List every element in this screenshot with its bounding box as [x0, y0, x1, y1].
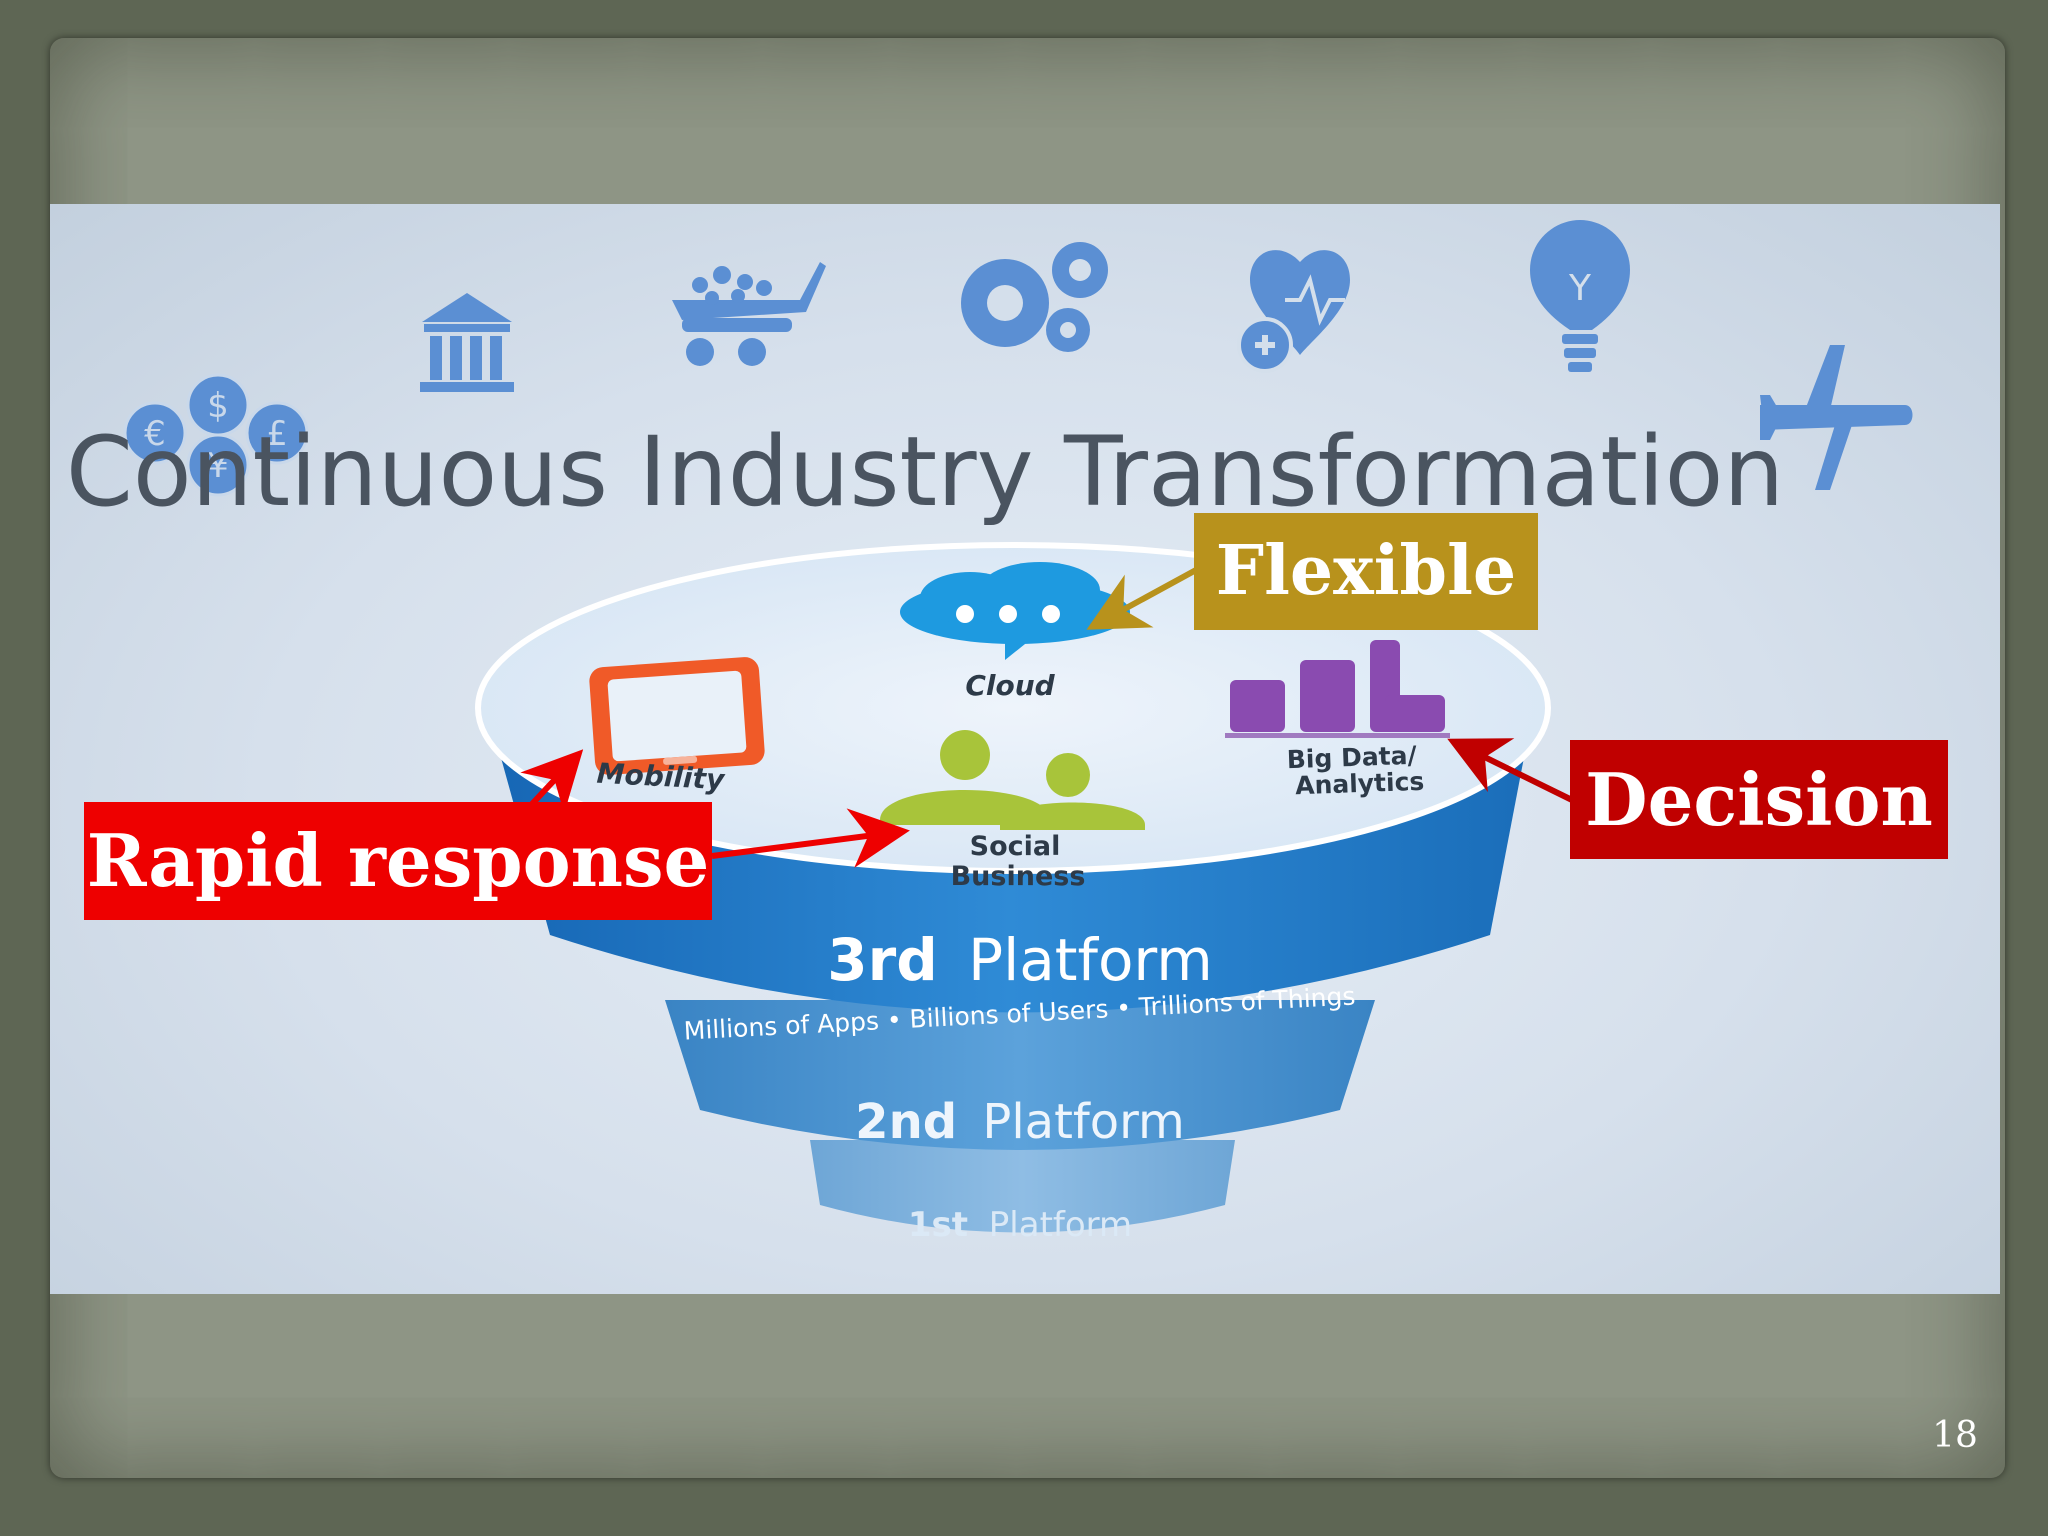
decision-callout: Decision [1570, 740, 1948, 859]
svg-text:Y: Y [1568, 268, 1592, 309]
svg-text:£: £ [266, 414, 288, 454]
third-platform-ordinal: 3rd [827, 926, 937, 994]
lightbulb-icon: Y [1530, 220, 1630, 372]
social-business-icon [880, 730, 1145, 830]
mobility-label: Mobility [596, 757, 727, 797]
page-number: 18 [1932, 1415, 1978, 1456]
flexible-callout: Flexible [1194, 513, 1538, 630]
svg-text:¥: ¥ [207, 446, 229, 486]
currency-icon: € $ £ ¥ [123, 373, 309, 497]
social-label-line2: Business [951, 861, 1086, 892]
bigdata-label-line2: Analytics [1295, 767, 1425, 800]
third-platform-label: Platform [968, 926, 1213, 994]
rapid-response-arrow-social [711, 808, 910, 868]
gears-icon [961, 242, 1108, 352]
flexible-arrow [1086, 567, 1198, 630]
second-platform-label: Platform [982, 1094, 1184, 1150]
decision-arrow [1447, 738, 1574, 803]
svg-text:3rd Platform: 3rd Platform [827, 926, 1213, 994]
first-platform-layer: 1st Platform [810, 1140, 1235, 1245]
shopping-cart-icon [672, 262, 826, 366]
second-platform-ordinal: 2nd [855, 1094, 957, 1150]
rapid-response-arrow-mobility [520, 749, 584, 814]
bigdata-label-line1: Big Data/ [1286, 741, 1418, 775]
social-label-line1: Social [970, 831, 1061, 862]
cloud-icon [900, 562, 1130, 660]
svg-text:1st Platform: 1st Platform [908, 1205, 1132, 1245]
bar-chart-icon [1225, 640, 1450, 738]
first-platform-label: Platform [989, 1205, 1132, 1245]
svg-text:2nd Platform: 2nd Platform [855, 1094, 1185, 1150]
airplane-icon [1760, 345, 1913, 490]
cloud-label: Cloud [965, 669, 1055, 702]
svg-text:€: € [144, 414, 166, 454]
tablet-icon [589, 657, 765, 775]
health-icon [1237, 250, 1350, 373]
first-platform-ordinal: 1st [908, 1205, 968, 1245]
diagram-title: Continuous Industry Transformation [66, 416, 1784, 528]
svg-text:$: $ [207, 386, 229, 426]
bank-icon [420, 293, 514, 392]
rapid-response-callout: Rapid response [84, 802, 712, 920]
second-platform-layer: 2nd Platform [665, 1000, 1375, 1150]
